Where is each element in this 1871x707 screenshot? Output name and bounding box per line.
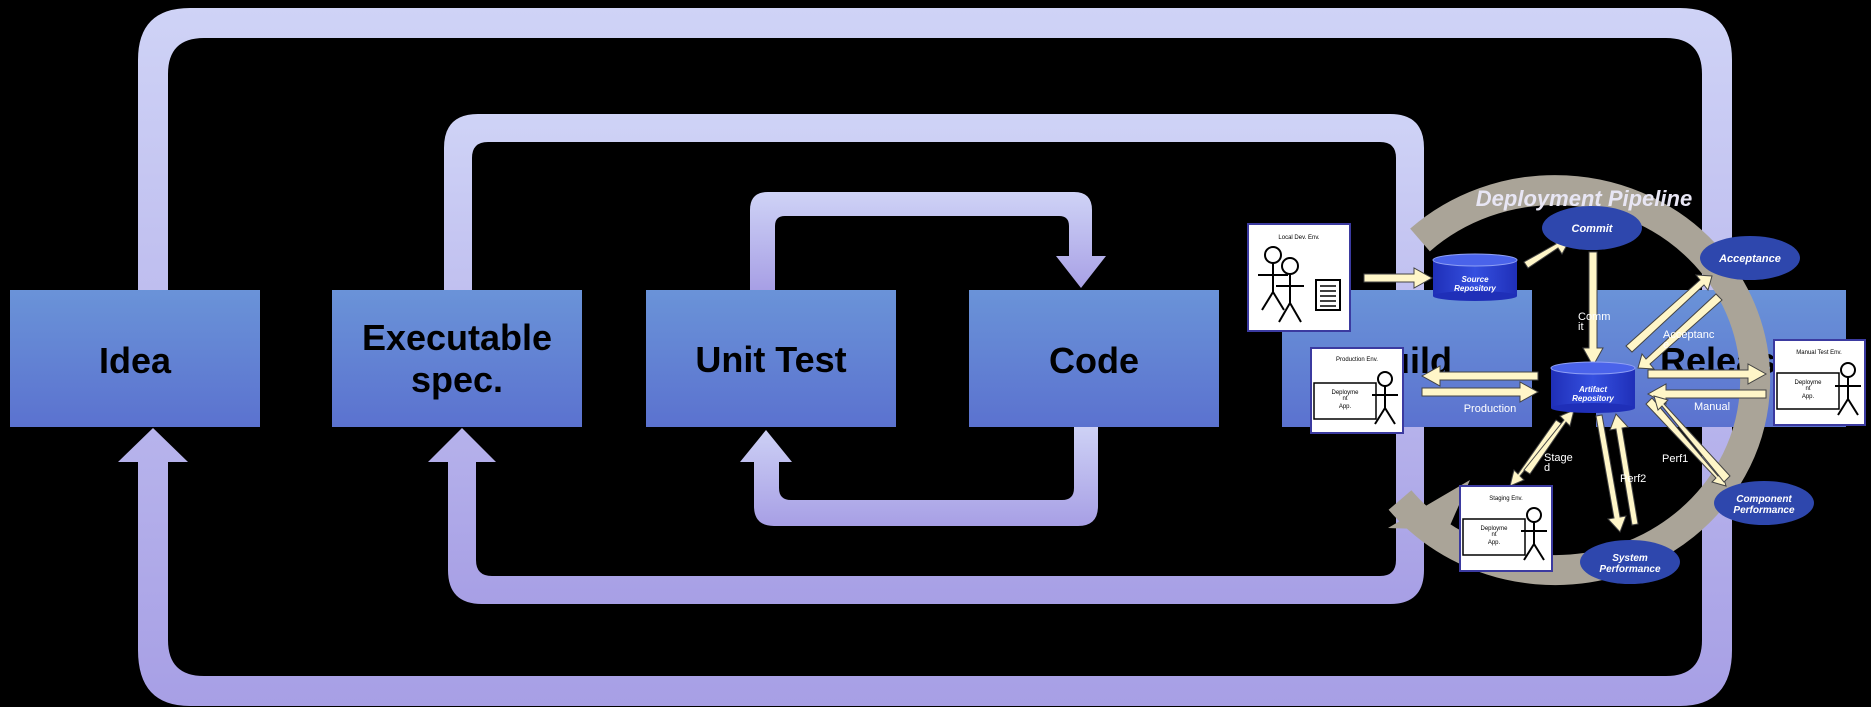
stage-unit-test-box: [646, 290, 896, 427]
artifact-to-manual-arrow-1: [1647, 363, 1768, 385]
source-repository-bottom: [1433, 291, 1517, 301]
stage-spec-box: [332, 290, 582, 427]
artifact-to-production-arrow-2: [1421, 381, 1540, 403]
perf2-arrow-2: [1609, 413, 1639, 526]
stage-unit-test: Unit Test: [646, 290, 896, 427]
local-to-source-arrow: [1363, 267, 1434, 289]
pipeline-ring-arrowhead: [1388, 480, 1470, 530]
stage-spec-label-line2: spec.: [411, 359, 503, 400]
manual-deployment-line1: Deployme: [1794, 380, 1822, 386]
production-env: Production Env. Deployme nt App.: [1310, 347, 1404, 434]
staging-operator-icon: [1521, 507, 1547, 561]
commit-label: Commit: [1572, 223, 1614, 235]
commit-to-artifact-arrow: [1582, 251, 1604, 368]
perf2-arrow-1: [1595, 414, 1627, 533]
source-repository-label-line2: Repository: [1454, 284, 1496, 293]
stage-code: Code: [969, 290, 1219, 427]
system-performance-label-line1: System: [1612, 553, 1648, 564]
manual-deployment-line2: nt: [1805, 386, 1810, 392]
staging-deployment-app-box: [1462, 518, 1526, 556]
component-performance-label-line1: Component: [1736, 494, 1792, 505]
staging-env: Staging Env. Deployme nt App.: [1459, 485, 1553, 572]
perf1-arrow-label: Perf1: [1662, 453, 1688, 465]
system-performance-stage: System Performance: [1580, 540, 1680, 584]
stage-idea-box: [10, 290, 260, 427]
manual-deployment-line3: App.: [1802, 394, 1815, 400]
artifact-repository-body: [1551, 368, 1635, 408]
acceptance-ellipse: [1700, 236, 1800, 280]
staging-env-label: Staging Env.: [1489, 496, 1523, 502]
acceptance-arrow-label-line2: e: [1663, 339, 1669, 351]
source-repository-top: [1432, 253, 1518, 267]
code-to-test-arrow: [740, 424, 1098, 526]
local-dev-env: Local Dev. Env.: [1247, 223, 1351, 332]
acceptance-arrow-2: [1637, 293, 1723, 370]
commit-arrow-label-line1: Comm: [1578, 311, 1610, 323]
local-dev-env-label: Local Dev. Env.: [1278, 235, 1319, 241]
perf1-arrow-2: [1653, 395, 1731, 483]
perf2-arrow-label: Perf2: [1620, 473, 1646, 485]
developers-icon: [1258, 246, 1304, 323]
component-performance-stage: Component Performance: [1714, 481, 1814, 525]
manual-test-env-label: Manual Test Env.: [1796, 350, 1842, 356]
stage-unit-test-label: Unit Test: [695, 339, 846, 380]
pipeline-arrow-labels: Comm it Acceptanc e Production Manual St…: [1464, 311, 1730, 485]
staging-deployment-line2: nt: [1491, 532, 1496, 538]
artifact-repository-label-line2: Repository: [1572, 394, 1614, 403]
stage-idea-label: Idea: [99, 340, 172, 381]
acceptance-label: Acceptance: [1718, 253, 1781, 265]
acceptance-arrow-1: [1625, 274, 1713, 353]
commit-stage: Commit: [1542, 206, 1642, 250]
stage-code-label: Code: [1049, 340, 1139, 381]
production-deployment-app-box: [1313, 382, 1377, 420]
artifact-to-production-arrow-1: [1420, 365, 1539, 387]
local-dev-env-box: [1247, 223, 1351, 332]
source-repository: Source Repository: [1432, 253, 1518, 301]
production-deployment-line2: nt: [1342, 396, 1347, 402]
production-deployment-line1: Deployme: [1331, 390, 1359, 396]
stage-spec-label-line1: Executable: [362, 317, 552, 358]
staging-deployment-line3: App.: [1488, 540, 1501, 546]
production-operator-icon: [1372, 371, 1398, 425]
pipeline-arrows: [1363, 235, 1768, 533]
stage-code-box: [969, 290, 1219, 427]
staging-deployment-line1: Deployme: [1480, 526, 1508, 532]
stage-idea: Idea: [10, 290, 260, 427]
production-env-label: Production Env.: [1336, 357, 1378, 363]
stage-executable-spec: Executable spec.: [332, 290, 582, 427]
staged-arrow-label-line2: d: [1544, 462, 1550, 474]
manual-deployment-app-box: [1776, 372, 1840, 410]
artifact-repository: Artifact Repository: [1550, 361, 1636, 413]
staged-arrow-label-line1: Stage: [1544, 452, 1573, 464]
artifact-repository-bottom: [1551, 403, 1635, 413]
commit-arrow-label-line2: it: [1578, 321, 1584, 333]
acceptance-arrow-label-line1: Acceptanc: [1663, 329, 1715, 341]
component-performance-label-line2: Performance: [1733, 505, 1795, 516]
staged-arrow-2: [1523, 409, 1575, 475]
commit-ellipse: [1542, 206, 1642, 250]
production-arrow-label: Production: [1464, 403, 1517, 415]
production-deployment-line3: App.: [1339, 404, 1352, 410]
system-performance-label-line2: Performance: [1599, 564, 1661, 575]
artifact-repository-label-line1: Artifact: [1578, 385, 1607, 394]
acceptance-stage: Acceptance: [1700, 236, 1800, 280]
artifact-repository-top: [1550, 361, 1636, 375]
source-repository-label-line1: Source: [1461, 275, 1489, 284]
manual-tester-icon: [1835, 362, 1861, 416]
component-performance-ellipse: [1714, 481, 1814, 525]
manual-arrow-label: Manual: [1694, 401, 1730, 413]
document-icon: [1315, 279, 1341, 311]
manual-test-env: Manual Test Env. Deployme nt App.: [1773, 339, 1866, 426]
test-to-code-arrow: [750, 192, 1106, 290]
system-performance-ellipse: [1580, 540, 1680, 584]
